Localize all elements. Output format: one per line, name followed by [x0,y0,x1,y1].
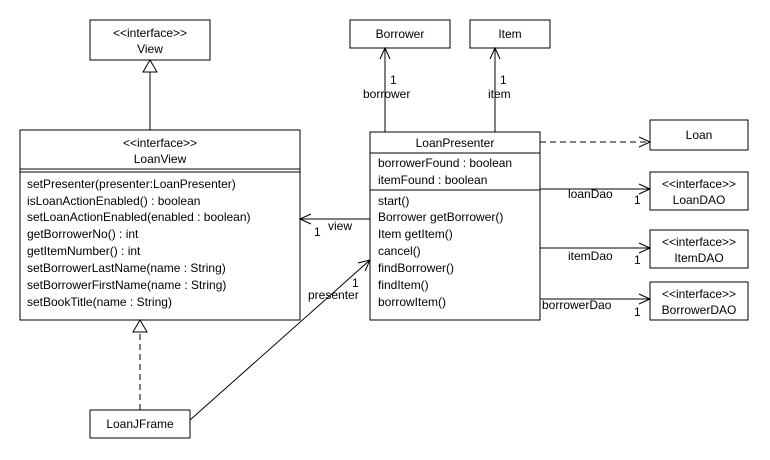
loan-dao-name: LoanDAO [673,193,726,207]
loan-presenter-attribute: borrowerFound : boolean [378,156,512,170]
loan-presenter-method: borrowItem() [378,295,446,309]
borrower-class: Borrower [349,19,451,49]
item-class: Item [469,19,551,49]
loan-view-method: getBorrowerNo() : int [27,227,139,241]
borrower-dao-class: <<interface>> BorrowerDAO [649,281,749,321]
item-dao-class: <<interface>> ItemDAO [649,229,749,269]
loan-view-method: isLoanActionEnabled() : boolean [27,194,200,208]
loan-presenter-method: cancel() [378,244,421,258]
loan-view-stereotype: <<interface>> [123,136,197,150]
view-role: view [328,219,352,233]
item-multiplicity: 1 [500,73,507,87]
borrower-multiplicity: 1 [390,73,397,87]
dependency-loan [540,136,652,148]
item-name: Item [498,27,521,41]
presenter-role: presenter [308,288,359,302]
loan-dao-multiplicity: 1 [634,193,641,207]
association-presenter: 1 presenter [189,259,371,421]
loan-presenter-method: Item getItem() [378,227,453,241]
loan-dao-class: <<interface>> LoanDAO [649,171,749,211]
loan-presenter-class: LoanPresenter borrowerFound : boolean it… [369,131,541,321]
association-borrower-dao: borrowerDao 1 [540,293,652,319]
borrower-dao-stereotype: <<interface>> [662,287,736,301]
association-item: 1 item [488,46,511,132]
loan-view-class: <<interface>> LoanView setPresenter(pres… [19,129,301,321]
loan-dao-stereotype: <<interface>> [662,177,736,191]
item-role: item [488,87,511,101]
loan-view-name: LoanView [134,152,187,166]
association-loan-dao: loanDao 1 [540,183,652,207]
loan-view-method: setBookTitle(name : String) [27,295,172,309]
loan-presenter-method: findBorrower() [378,261,454,275]
loan-name: Loan [686,128,713,142]
association-borrower: 1 borrower [363,46,410,132]
borrower-name: Borrower [376,27,425,41]
association-view: view 1 [298,213,370,239]
loan-jframe-class: LoanJFrame [89,409,191,439]
loan-view-method: setLoanActionEnabled(enabled : boolean) [27,210,251,224]
loan-presenter-name: LoanPresenter [416,136,495,150]
loan-dao-role: loanDao [568,187,613,201]
item-dao-multiplicity: 1 [634,253,641,267]
loan-view-method: setBorrowerLastName(name : String) [27,261,226,275]
borrower-dao-multiplicity: 1 [634,305,641,319]
loan-view-method: setBorrowerFirstName(name : String) [27,278,226,292]
presenter-multiplicity: 1 [352,276,359,290]
loan-view-method: setPresenter(presenter:LoanPresenter) [27,177,236,191]
borrower-role: borrower [363,87,410,101]
item-dao-stereotype: <<interface>> [662,235,736,249]
loan-presenter-method: Borrower getBorrower() [378,210,503,224]
item-dao-name: ItemDAO [674,251,723,265]
loan-presenter-attribute: itemFound : boolean [378,173,487,187]
view-name: View [137,42,163,56]
view-stereotype: <<interface>> [113,26,187,40]
loan-view-method: getItemNumber() : int [27,244,141,258]
realization-loanjframe-loanview [132,319,148,410]
borrower-dao-role: borrowerDao [542,298,612,312]
view-multiplicity: 1 [314,225,321,239]
loan-class: Loan [649,119,749,151]
borrower-dao-name: BorrowerDAO [662,303,737,317]
loan-jframe-name: LoanJFrame [106,417,174,431]
view-class: <<interface>> View [89,19,211,61]
generalization-loanview-view [142,59,158,130]
item-dao-role: itemDao [568,249,613,263]
loan-presenter-method: start() [378,194,409,208]
association-item-dao: itemDao 1 [540,242,652,267]
loan-presenter-method: findItem() [378,278,429,292]
